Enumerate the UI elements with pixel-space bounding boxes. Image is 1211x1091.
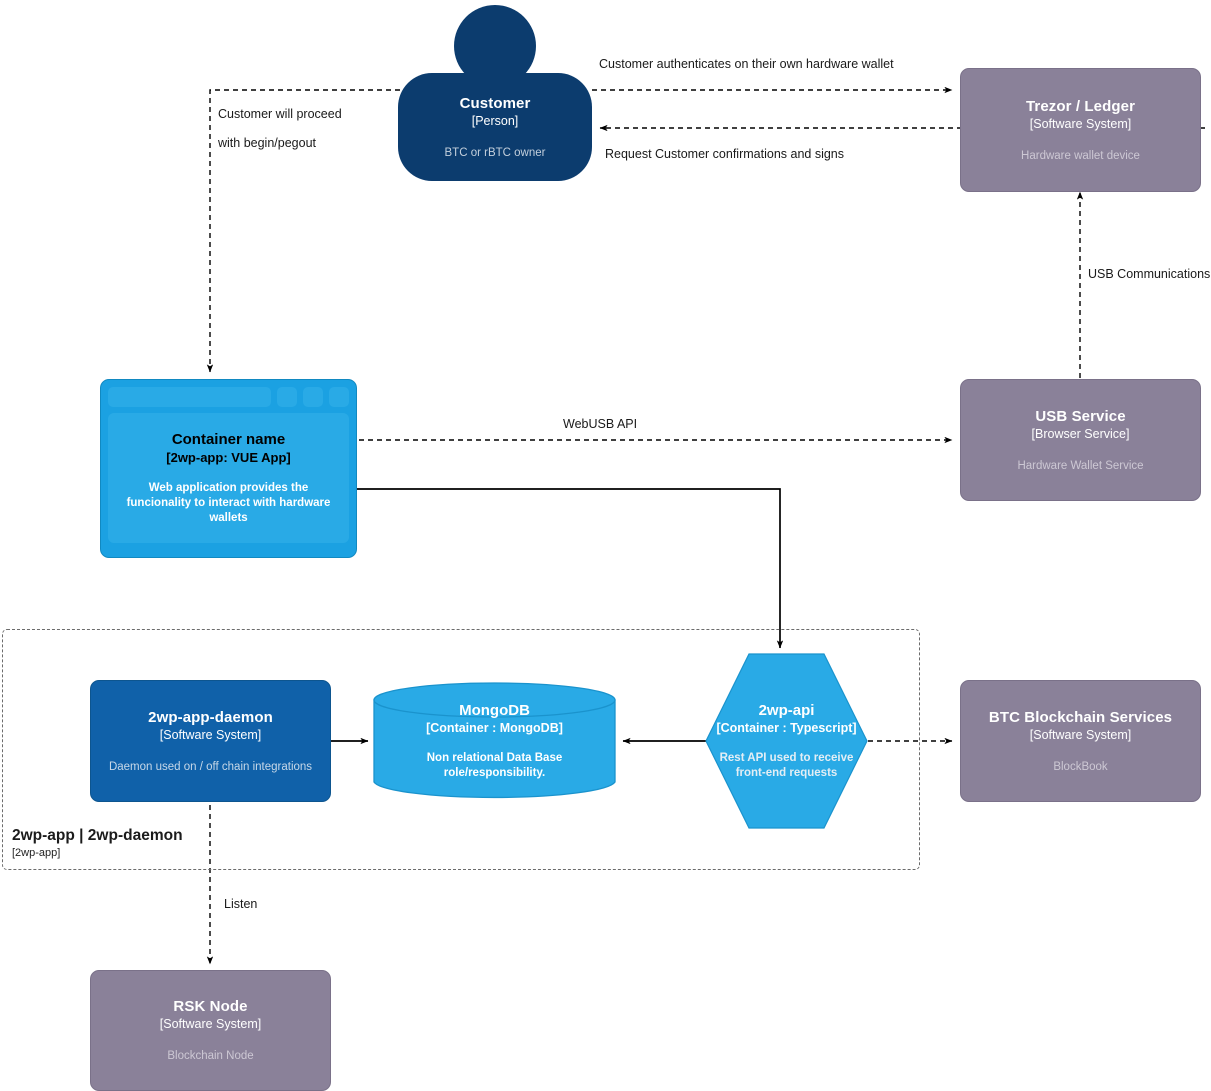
hexagon-shape-icon	[705, 653, 868, 829]
address-bar-icon	[108, 387, 271, 407]
usb-service-title: USB Service	[1035, 407, 1126, 425]
container-name-tech: [2wp-app: VUE App]	[166, 450, 291, 465]
container-name-description: Web application provides the funcionalit…	[126, 482, 331, 524]
customer-title: Customer	[459, 94, 531, 112]
window-maximize-icon	[303, 387, 323, 407]
usb-service-description: Hardware Wallet Service	[1017, 459, 1144, 472]
rsk-node-description: Blockchain Node	[167, 1050, 254, 1062]
edge-container-to-api	[341, 488, 784, 649]
node-customer[interactable]: Customer [Person] BTC or rBTC owner	[398, 73, 592, 181]
customer-description: BTC or rBTC owner	[444, 146, 546, 159]
api-title: 2wp-api	[758, 702, 815, 719]
trezor-ledger-title: Trezor / Ledger	[1025, 97, 1136, 115]
boundary-type: [2wp-app]	[12, 847, 61, 859]
edge-label-webusb-api: WebUSB API	[563, 417, 638, 431]
daemon-title: 2wp-app-daemon	[148, 708, 273, 726]
node-trezor-ledger[interactable]: Trezor / Ledger [Software System] Hardwa…	[960, 68, 1201, 192]
boundary-name: 2wp-app | 2wp-daemon	[12, 827, 183, 844]
mongodb-content: MongoDB [Container : MongoDB] Non relati…	[373, 682, 616, 800]
node-btc-blockchain-services[interactable]: BTC Blockchain Services [Software System…	[960, 680, 1201, 802]
daemon-tech: [Software System]	[159, 727, 262, 742]
edge-label-trezor-to-customer: Request Customer confirmations and signs	[605, 147, 845, 161]
node-container-name[interactable]: Container name [2wp-app: VUE App] Web ap…	[100, 379, 357, 558]
mongodb-tech: [Container : MongoDB]	[426, 721, 563, 735]
edge-label-customer-to-container-2: with begin/pegout	[218, 136, 316, 150]
node-2wp-app-daemon[interactable]: 2wp-app-daemon [Software System] Daemon …	[90, 680, 331, 802]
usb-service-tech: [Browser Service]	[1031, 426, 1130, 441]
window-minimize-icon	[277, 387, 297, 407]
boundary-2wp-app	[2, 629, 920, 870]
browser-content: Container name [2wp-app: VUE App] Web ap…	[108, 413, 349, 543]
edge-label-usb-communications: USB Communications	[1088, 267, 1211, 281]
trezor-ledger-tech: [Software System]	[1029, 116, 1132, 131]
btc-services-title: BTC Blockchain Services	[988, 708, 1173, 726]
btc-services-tech: [Software System]	[1029, 727, 1132, 742]
trezor-ledger-description: Hardware wallet device	[1021, 149, 1140, 162]
edge-label-customer-to-trezor: Customer authenticates on their own hard…	[599, 57, 894, 71]
window-close-icon	[329, 387, 349, 407]
api-tech: [Container : Typescript]	[716, 721, 857, 735]
rsk-node-tech: [Software System]	[159, 1017, 262, 1031]
api-content: 2wp-api [Container : Typescript] Rest AP…	[705, 653, 868, 829]
mongodb-description: Non relational Data Base role/responsibi…	[426, 752, 563, 779]
rsk-node-title: RSK Node	[173, 998, 248, 1015]
daemon-description: Daemon used on / off chain integrations	[108, 760, 313, 773]
boundary-label: 2wp-app | 2wp-daemon [2wp-app]	[12, 826, 183, 861]
edge-label-listen: Listen	[224, 897, 258, 911]
edge-label-customer-to-container-1: Customer will proceed	[218, 107, 342, 121]
node-mongodb[interactable]: MongoDB [Container : MongoDB] Non relati…	[373, 682, 616, 800]
node-usb-service[interactable]: USB Service [Browser Service] Hardware W…	[960, 379, 1201, 501]
cylinder-shape-icon	[373, 682, 616, 799]
browser-chrome	[108, 387, 349, 407]
customer-tech: [Person]	[471, 113, 519, 128]
api-description: Rest API used to receive front-end reque…	[719, 752, 854, 779]
node-rsk-node[interactable]: RSK Node [Software System] Blockchain No…	[90, 970, 331, 1091]
container-name-title: Container name	[171, 431, 286, 448]
mongodb-title: MongoDB	[459, 702, 530, 719]
edge-customer-to-container	[206, 89, 400, 373]
node-2wp-api[interactable]: 2wp-api [Container : Typescript] Rest AP…	[705, 653, 868, 829]
btc-services-description: BlockBook	[1053, 760, 1108, 773]
